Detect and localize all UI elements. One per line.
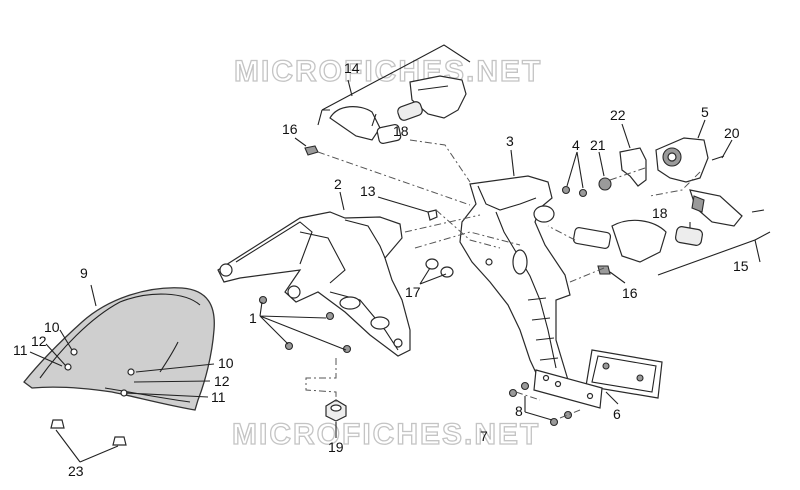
- leader-lines: [29, 44, 771, 463]
- label-part-10-right: 10: [218, 355, 234, 371]
- label-part-18-left: 18: [393, 123, 409, 139]
- label-part-16-left: 16: [282, 121, 298, 137]
- label-part-10-left: 10: [44, 319, 60, 335]
- label-part-11-left: 11: [13, 342, 28, 358]
- label-part-16-right: 16: [622, 285, 638, 301]
- label-part-17: 17: [405, 284, 421, 300]
- bolts-part-4: [561, 185, 588, 198]
- nuts-part-8: [508, 381, 573, 427]
- bolt-part-16-right: [597, 265, 611, 275]
- label-part-21: 21: [590, 137, 606, 153]
- label-part-3: 3: [506, 133, 514, 149]
- bracket-part-2: [217, 211, 411, 357]
- indicator-part-14: [329, 75, 467, 144]
- grommet-part-21: [598, 177, 612, 191]
- label-part-1: 1: [249, 310, 257, 326]
- spacer-part-13: [427, 209, 438, 221]
- indicator-part-15: [572, 189, 765, 263]
- screw-part-20: [711, 155, 725, 161]
- bracket-part-22: [619, 147, 647, 187]
- screws-part-1: [258, 295, 352, 354]
- tail-light-part-5: [655, 137, 709, 183]
- rear-hugger-part: [23, 287, 215, 411]
- label-part-4: 4: [572, 137, 580, 153]
- assembly-lines: [305, 139, 701, 419]
- label-part-18-right: 18: [652, 205, 668, 221]
- nut-part-19: [325, 399, 347, 422]
- label-part-8: 8: [515, 403, 523, 419]
- label-part-7: 7: [480, 428, 488, 444]
- label-part-22: 22: [610, 107, 626, 123]
- label-part-5: 5: [701, 104, 709, 120]
- label-part-15: 15: [733, 258, 749, 274]
- label-part-2: 2: [334, 176, 342, 192]
- plate-holder-part-3: [459, 175, 571, 396]
- label-part-11-right: 11: [211, 389, 226, 405]
- watermark-bottom: MICROFICHES.NET: [232, 418, 540, 451]
- clip-part-23: [50, 419, 127, 446]
- label-part-14: 14: [344, 60, 360, 76]
- bolt-part-16-left: [304, 145, 319, 156]
- label-part-13: 13: [360, 183, 376, 199]
- part-labels: 14 16 18 3 4 21 22 5 20 2 13 18 15 9 17 …: [13, 60, 749, 479]
- label-part-6: 6: [613, 406, 621, 422]
- label-part-12-left: 12: [31, 333, 47, 349]
- label-part-9: 9: [80, 265, 88, 281]
- label-part-19: 19: [328, 439, 344, 455]
- bushings-part-17: [425, 258, 454, 278]
- plate-part-7: [533, 369, 603, 409]
- reflector-part-6: [585, 349, 663, 399]
- label-part-20: 20: [724, 125, 740, 141]
- label-part-23: 23: [68, 463, 84, 479]
- watermark-top: MICROFICHES.NET: [234, 55, 542, 88]
- label-part-12-right: 12: [214, 373, 230, 389]
